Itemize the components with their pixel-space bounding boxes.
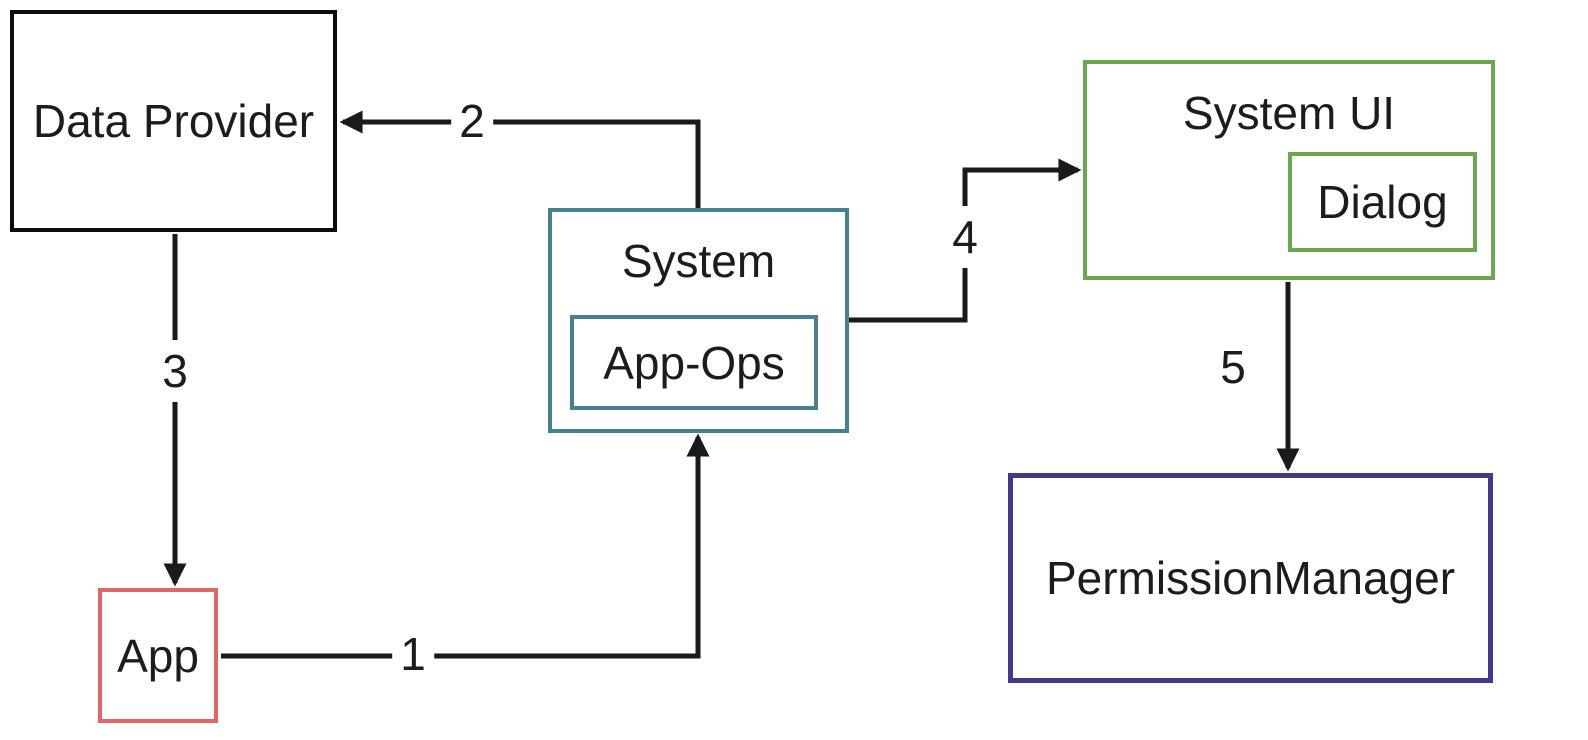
node-data-provider-label: Data Provider [32, 95, 315, 147]
node-dialog-label: Dialog [1317, 176, 1448, 228]
node-app-ops: App-Ops [570, 315, 818, 410]
node-permission-manager-label: PermissionManager [1045, 552, 1456, 604]
arrow-1-app-to-system [221, 433, 710, 659]
node-permission-manager: PermissionManager [1008, 473, 1493, 683]
edge-label-1: 1 [392, 631, 434, 677]
node-app-label: App [117, 629, 199, 682]
node-data-provider: Data Provider [10, 10, 337, 232]
node-app-ops-label: App-Ops [603, 336, 785, 389]
edge-label-4: 4 [950, 206, 980, 268]
arrow-2-system-to-data-provider [339, 110, 701, 210]
edge-label-3: 3 [160, 340, 190, 402]
edge-label-5: 5 [1220, 341, 1246, 393]
node-dialog: Dialog [1288, 152, 1477, 252]
edge-label-2: 2 [451, 98, 493, 144]
node-app: App [98, 588, 218, 723]
